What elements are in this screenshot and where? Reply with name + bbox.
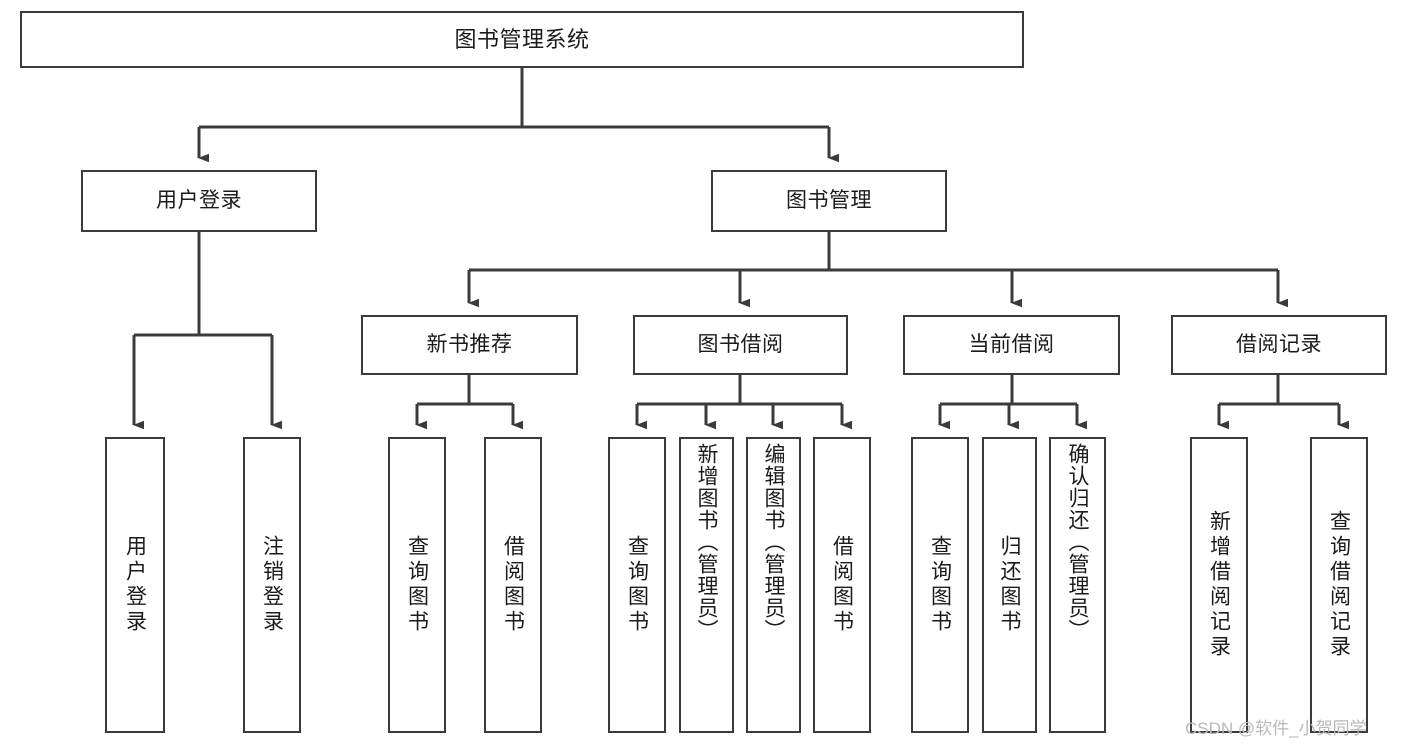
node-leaf-query-loan-record-label: 查询借阅记录	[1327, 510, 1351, 660]
node-leaf-query-book-current[interactable]: 查询图书	[911, 437, 969, 733]
node-leaf-query-book-rec-label: 查询图书	[405, 535, 429, 635]
node-leaf-query-loan-record[interactable]: 查询借阅记录	[1310, 437, 1368, 733]
node-user-login[interactable]: 用户登录	[81, 170, 317, 232]
node-leaf-borrow-book-rec-label: 借阅图书	[501, 535, 525, 635]
node-leaf-add-loan-record-label: 新增借阅记录	[1207, 510, 1231, 660]
node-book-manage[interactable]: 图书管理	[711, 170, 947, 232]
node-current-loan-label: 当前借阅	[968, 332, 1055, 356]
node-new-book-recommend[interactable]: 新书推荐	[361, 315, 578, 375]
node-leaf-query-book-current-label: 查询图书	[928, 535, 952, 635]
node-root-label: 图书管理系统	[454, 26, 590, 52]
node-leaf-user-login[interactable]: 用户登录	[105, 437, 165, 733]
node-leaf-return-book[interactable]: 归还图书	[982, 437, 1037, 733]
node-leaf-edit-book-admin[interactable]: 编辑图书（管理员）	[746, 437, 801, 733]
node-leaf-add-book-admin-label: 新增图书（管理员）	[695, 443, 718, 641]
node-new-book-recommend-label: 新书推荐	[426, 332, 513, 356]
node-leaf-query-book-borrow-label: 查询图书	[625, 535, 649, 635]
node-leaf-confirm-return-admin-label: 确认归还（管理员）	[1066, 443, 1089, 641]
node-loan-record-label: 借阅记录	[1236, 332, 1322, 356]
node-leaf-user-login-label: 用户登录	[123, 535, 147, 635]
node-leaf-query-book-borrow[interactable]: 查询图书	[608, 437, 666, 733]
node-leaf-borrow-book-label: 借阅图书	[830, 535, 854, 635]
node-book-borrow-label: 图书借阅	[697, 332, 784, 356]
node-root[interactable]: 图书管理系统	[20, 11, 1024, 68]
node-loan-record[interactable]: 借阅记录	[1171, 315, 1387, 375]
node-book-manage-label: 图书管理	[786, 188, 872, 212]
node-current-loan[interactable]: 当前借阅	[903, 315, 1120, 375]
watermark: CSDN @软件_小贺同学	[1185, 719, 1367, 738]
node-leaf-add-book-admin[interactable]: 新增图书（管理员）	[679, 437, 734, 733]
node-leaf-return-book-label: 归还图书	[998, 535, 1021, 635]
node-leaf-add-loan-record[interactable]: 新增借阅记录	[1190, 437, 1248, 733]
node-leaf-confirm-return-admin[interactable]: 确认归还（管理员）	[1049, 437, 1106, 733]
node-leaf-query-book-rec[interactable]: 查询图书	[388, 437, 446, 733]
node-leaf-edit-book-admin-label: 编辑图书（管理员）	[762, 443, 785, 641]
node-leaf-user-logout[interactable]: 注销登录	[243, 437, 301, 733]
node-leaf-user-logout-label: 注销登录	[260, 535, 284, 635]
node-book-borrow[interactable]: 图书借阅	[633, 315, 848, 375]
node-leaf-borrow-book[interactable]: 借阅图书	[813, 437, 871, 733]
node-user-login-label: 用户登录	[156, 188, 242, 212]
node-leaf-borrow-book-rec[interactable]: 借阅图书	[484, 437, 542, 733]
